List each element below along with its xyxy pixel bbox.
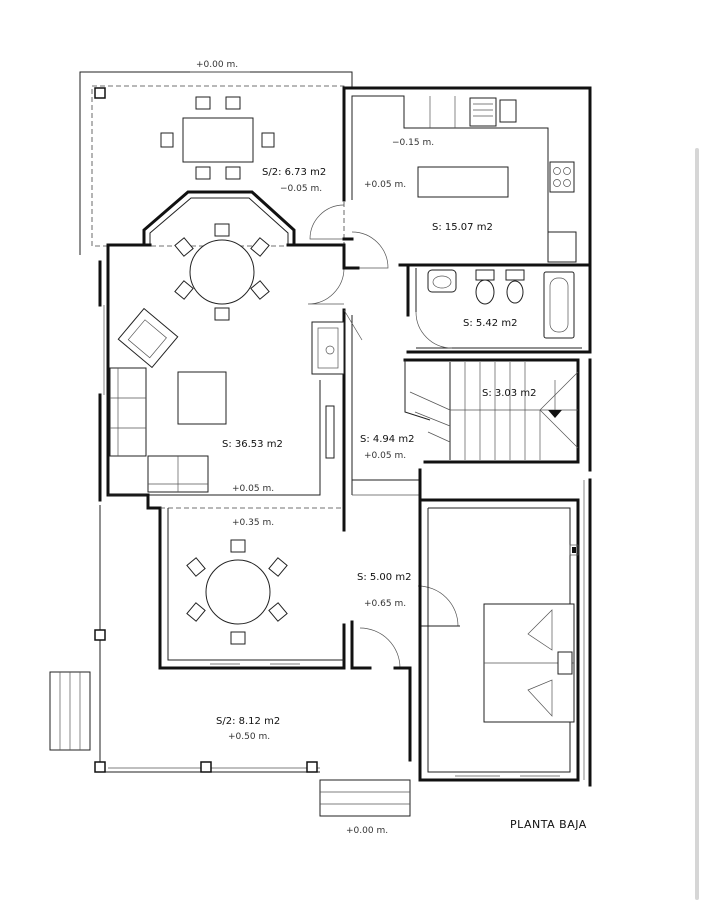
level-porch-bottom: +0.50 m.: [228, 732, 270, 742]
level-kitchen-step: −0.15 m.: [392, 138, 434, 148]
room-label-living: S: 36.53 m2: [222, 439, 283, 450]
terrace-dining-table: [160, 96, 275, 180]
exterior-walls: [583, 358, 592, 787]
level-hall: +0.05 m.: [364, 451, 406, 461]
living-room: [98, 223, 389, 532]
level-living: +0.05 m.: [232, 484, 274, 494]
room-label-kitchen: S: 15.07 m2: [432, 222, 493, 233]
hall-entry: [350, 479, 460, 762]
kitchen: [309, 86, 592, 267]
level-entry: +0.65 m.: [364, 599, 406, 609]
room-label-bathroom: S: 5.42 m2: [463, 318, 517, 329]
bathroom: [398, 263, 592, 354]
level-porch-top: −0.05 m.: [280, 184, 322, 194]
room-label-porch-top: S/2: 6.73 m2: [262, 167, 326, 178]
octagonal-bay: [142, 190, 296, 247]
room-label-stairs: S: 3.03 m2: [482, 388, 536, 399]
room-label-hall: S: 4.94 m2: [360, 434, 414, 445]
room-label-entry: S: 5.00 m2: [357, 572, 411, 583]
level-bottom-outdoor: +0.00 m.: [346, 826, 388, 836]
level-top-outdoor: +0.00 m.: [196, 60, 238, 70]
vertical-scrollbar[interactable]: [695, 148, 699, 900]
plan-title: PLANTA BAJA: [510, 818, 587, 831]
labels: +0.00 m. −0.15 m. +0.05 m. S/2: 6.73 m2 …: [196, 60, 587, 836]
level-kitchen-floor: +0.05 m.: [364, 180, 406, 190]
level-dining: +0.35 m.: [232, 518, 274, 528]
bottom-porch: [49, 505, 411, 817]
room-label-porch-bottom: S/2: 8.12 m2: [216, 716, 280, 727]
staircase: [403, 358, 580, 464]
bedroom: [418, 468, 580, 782]
dining-zone: [146, 493, 346, 670]
